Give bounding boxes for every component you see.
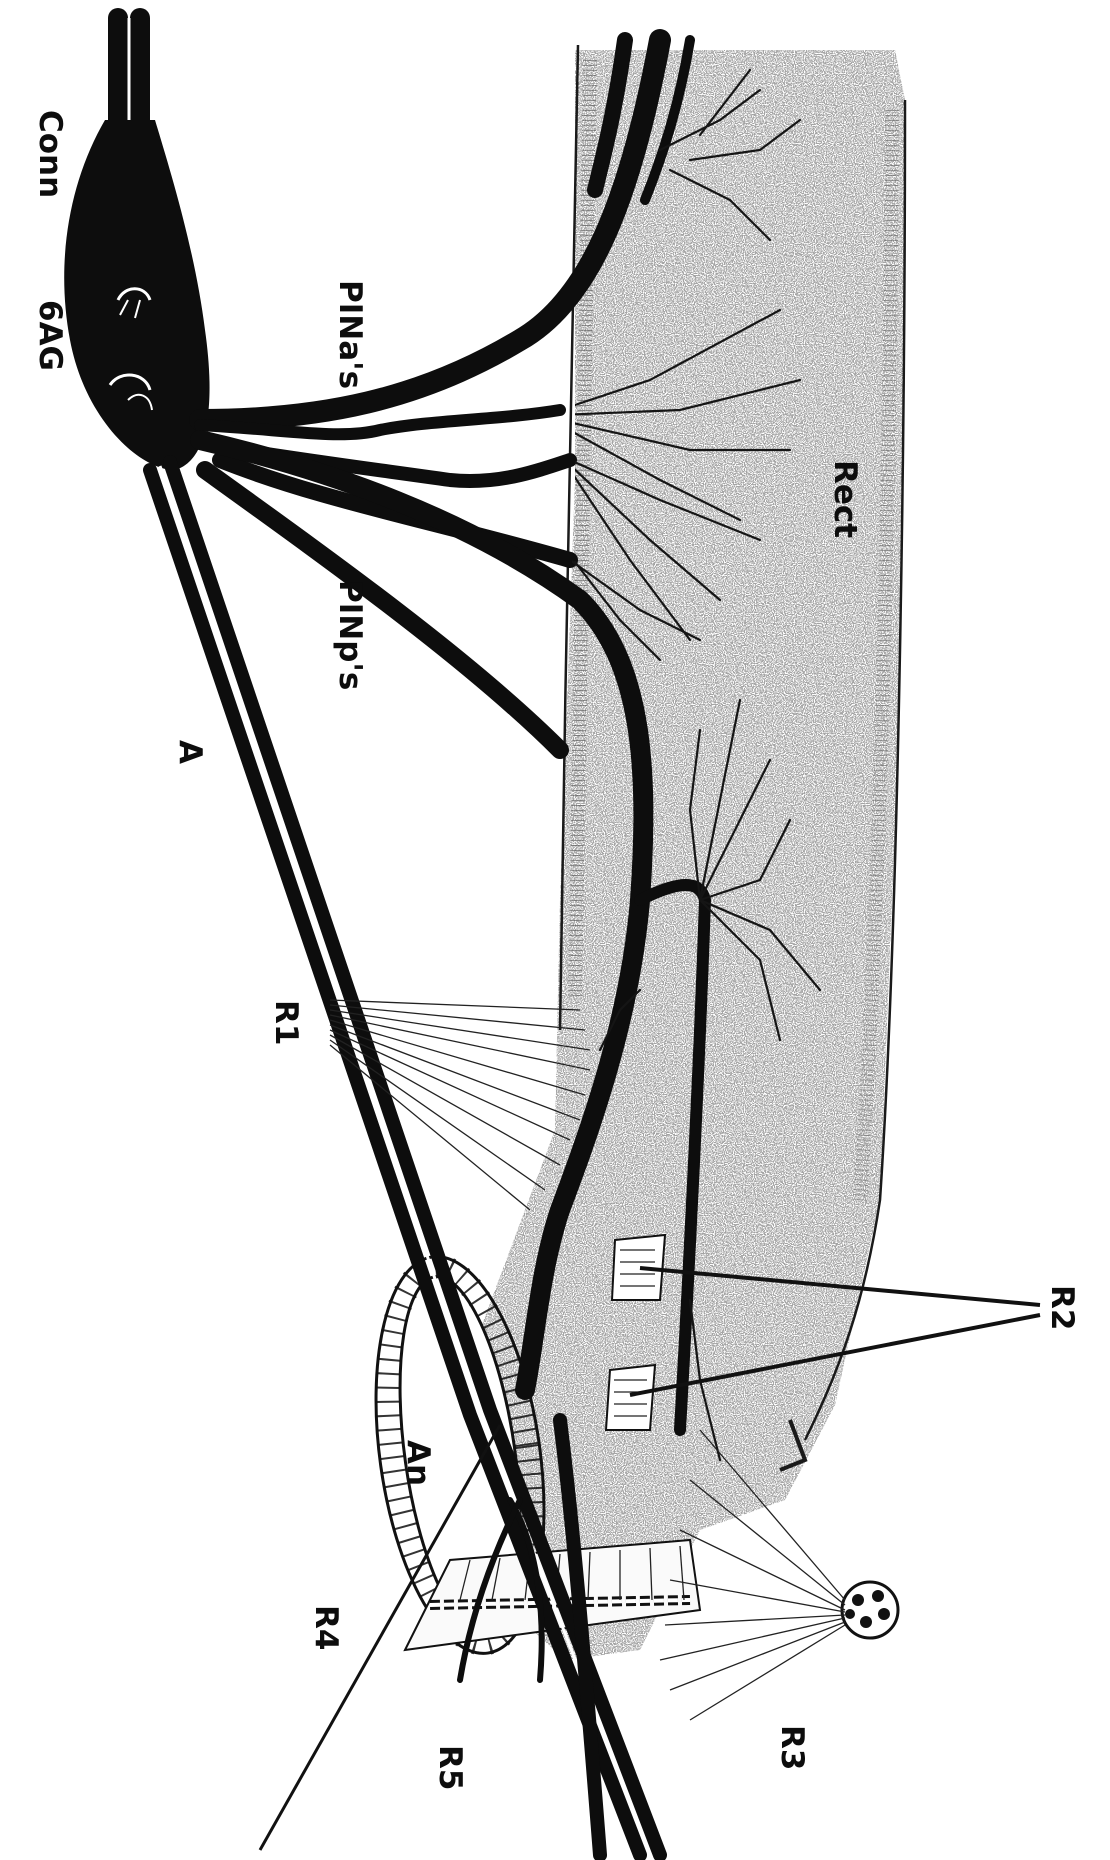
label-pinas: PINa's xyxy=(332,280,368,389)
label-pinps: PINp's xyxy=(332,580,368,690)
label-r1: R1 xyxy=(268,1000,304,1045)
label-6ag: 6AG xyxy=(32,300,68,371)
label-conn: Conn xyxy=(32,110,68,198)
label-rect: Rect xyxy=(827,460,863,538)
connective xyxy=(118,18,140,130)
label-r4: R4 xyxy=(308,1605,344,1650)
sixth-abdominal-ganglion xyxy=(64,120,209,470)
label-a: A xyxy=(172,740,208,764)
label-r5: R5 xyxy=(432,1745,468,1790)
label-r3: R3 xyxy=(774,1725,810,1770)
label-an: An xyxy=(400,1440,436,1486)
label-r2: R2 xyxy=(1044,1285,1080,1330)
